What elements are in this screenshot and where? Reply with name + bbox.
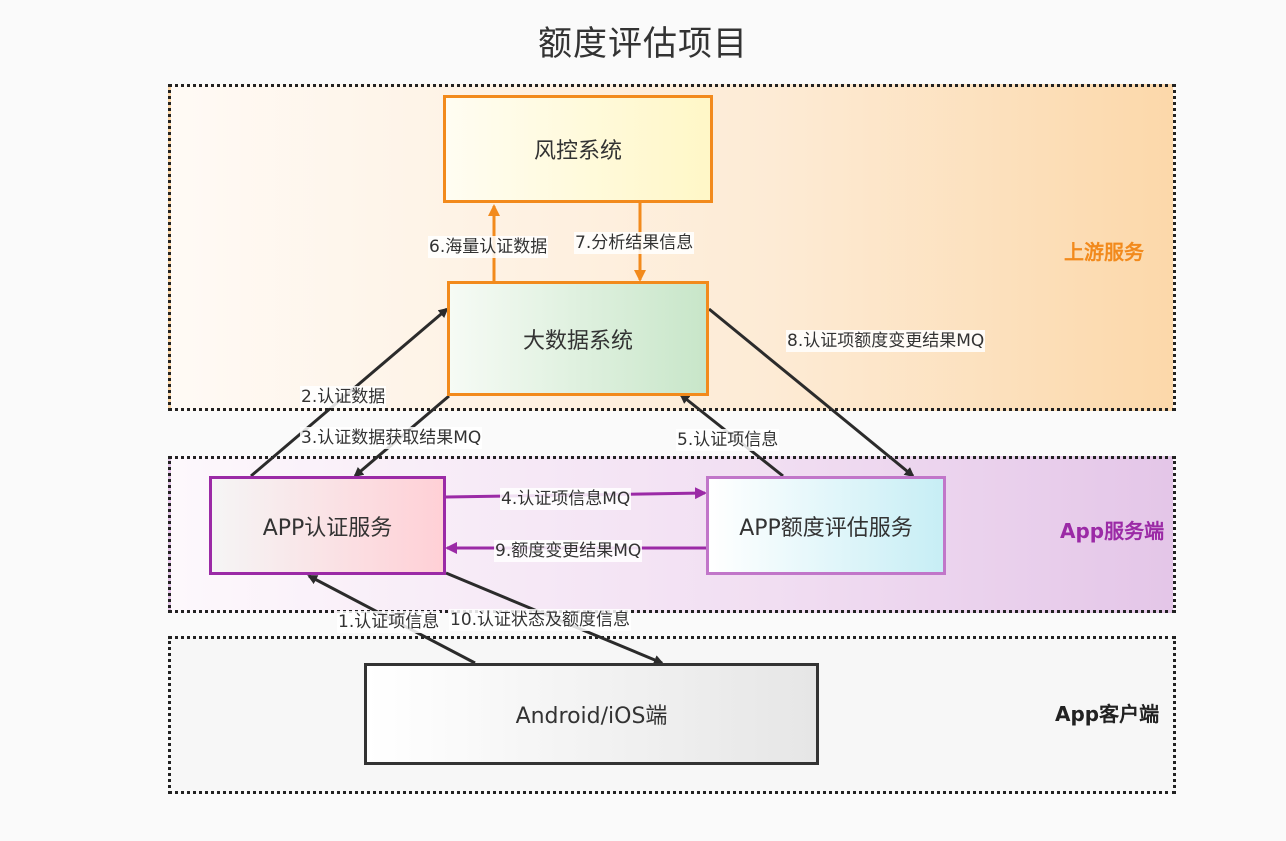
- node-app-quota-service: APP额度评估服务: [706, 476, 946, 575]
- edge-8: [708, 307, 915, 478]
- node-app-auth-service: APP认证服务: [209, 476, 446, 575]
- node-label: 风控系统: [533, 139, 622, 164]
- edge-label-7: 7.分析结果信息: [574, 232, 695, 254]
- edge-label-1: 1.认证项信息: [337, 611, 441, 633]
- edge-label-10: 10.认证状态及额度信息: [449, 609, 632, 631]
- edge-label-5: 5.认证项信息: [676, 429, 780, 451]
- zone-label-app-server: App服务端: [1060, 519, 1165, 543]
- diagram-title: 额度评估项目: [538, 24, 748, 64]
- node-label: Android/iOS端: [515, 704, 668, 729]
- edge-label-3: 3.认证数据获取结果MQ: [300, 427, 483, 449]
- node-label: APP额度评估服务: [739, 515, 913, 541]
- node-big-data-system: 大数据系统: [447, 281, 709, 396]
- node-label: APP认证服务: [262, 515, 393, 541]
- node-android-ios-client: Android/iOS端: [364, 663, 819, 765]
- node-label: 大数据系统: [522, 328, 633, 354]
- edge-label-2: 2.认证数据: [300, 386, 387, 408]
- zone-label-app-client: App客户端: [1055, 702, 1160, 726]
- edge-label-9: 9.额度变更结果MQ: [494, 540, 643, 562]
- edge-label-8: 8.认证项额度变更结果MQ: [786, 330, 986, 352]
- edge-label-4: 4.认证项信息MQ: [500, 488, 632, 510]
- edge-label-6: 6.海量认证数据: [428, 236, 549, 258]
- zone-label-upstream: 上游服务: [1064, 240, 1144, 264]
- node-risk-control-system: 风控系统: [443, 95, 713, 203]
